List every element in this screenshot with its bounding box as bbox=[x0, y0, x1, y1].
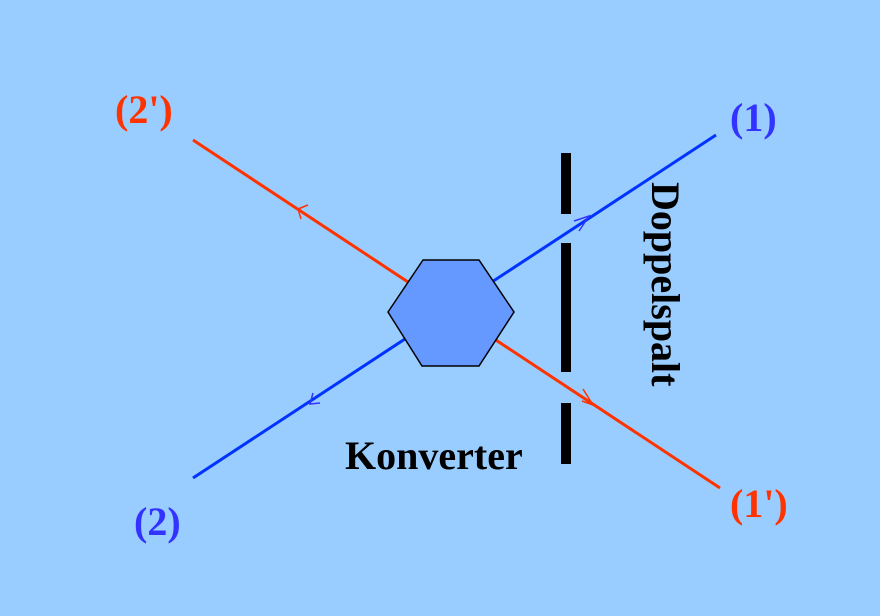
label-1: (1) bbox=[730, 95, 777, 140]
arrow-1-icon bbox=[573, 214, 591, 232]
label-1prime: (1') bbox=[730, 481, 788, 526]
arrow-2-icon bbox=[308, 392, 321, 405]
double-slit-label: Doppelspalt bbox=[643, 182, 688, 387]
arrow-1prime-icon bbox=[581, 388, 595, 407]
converter-label: Konverter bbox=[345, 433, 523, 478]
converter-hexagon bbox=[387, 259, 515, 367]
label-2: (2) bbox=[134, 499, 181, 544]
arrow-2prime-icon bbox=[297, 204, 309, 220]
label-2prime: (2') bbox=[115, 87, 173, 132]
double-slit-barrier bbox=[561, 153, 571, 464]
